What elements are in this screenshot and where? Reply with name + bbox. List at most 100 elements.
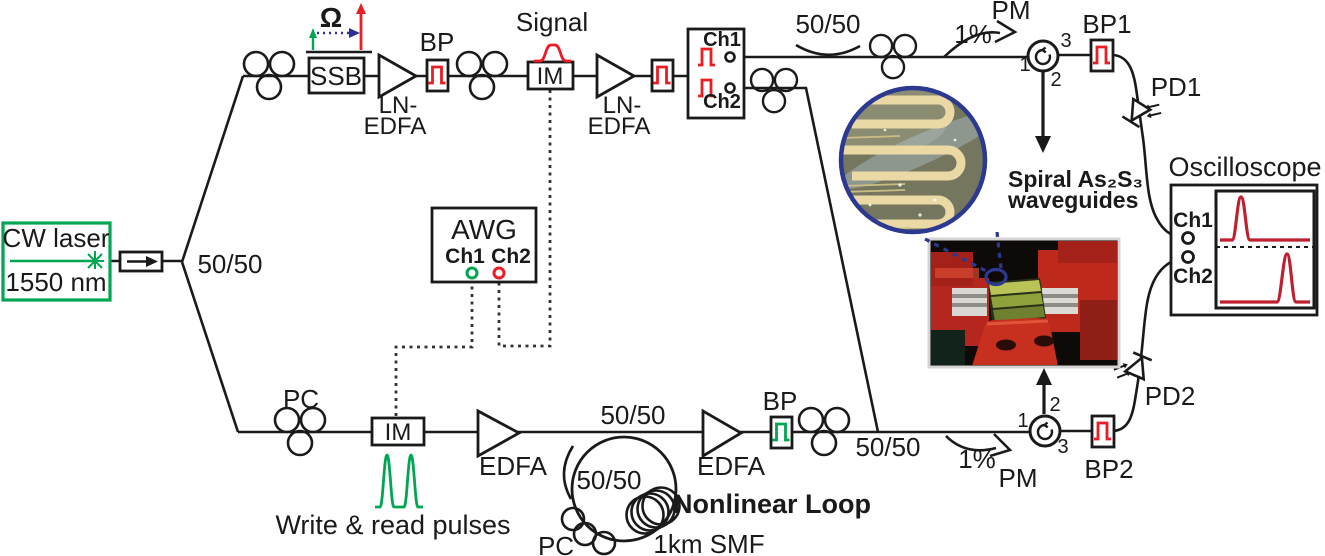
loop-pc-label: PC: [538, 531, 574, 556]
circ1-port2-label: 2: [1050, 69, 1061, 91]
circulator-1: 1 2 3: [1019, 30, 1072, 153]
nonlinear-loop: 50/50 PC 1km SMF Nonlinear Loop: [538, 435, 871, 556]
signal-label: Signal: [516, 7, 588, 37]
ssb-label: SSB: [310, 61, 362, 91]
isolator-arrow-icon: [146, 256, 158, 267]
circ2-port3-label: 3: [1057, 436, 1068, 458]
circ1-port1-label: 1: [1019, 54, 1030, 76]
box-ch1-port: [724, 51, 736, 63]
laser-starburst-icon: [86, 251, 104, 269]
pd1-wire: [1112, 53, 1184, 240]
im-top-label: IM: [537, 63, 564, 90]
channel-filter: [650, 58, 675, 93]
awg-ch2-port: [492, 266, 506, 280]
oscilloscope: Oscilloscope Ch1 Ch2: [1168, 152, 1322, 317]
fiber-coil: [868, 33, 918, 80]
main-splitter-label: 50/50: [197, 249, 262, 279]
scope-screen: [1214, 189, 1316, 310]
laser-wavelength-label: 1550 nm: [5, 267, 106, 297]
loop-coupler-label: 50/50: [576, 465, 641, 495]
box-ch2-label: Ch2: [703, 91, 741, 113]
awg-ch2-cable: [497, 90, 552, 348]
bandpass-filter-bottom: BP: [763, 386, 798, 450]
scope-ch2-port: [1181, 250, 1195, 264]
awg-ch2-label: Ch2: [491, 245, 531, 268]
bp2-filter: BP2: [1084, 414, 1134, 484]
loop-pc-coil: [560, 506, 617, 556]
spiral-label-line2: waveguides: [1007, 187, 1138, 213]
pm-bottom-label: PM: [999, 463, 1038, 493]
loop-fiber-circle: [570, 435, 678, 543]
ln-edfa-1-label-2: EDFA: [364, 113, 427, 140]
edfa-1: EDFA: [476, 408, 548, 481]
circ1-port3-label: 3: [1060, 30, 1071, 52]
scope-trace-ch2: [1220, 252, 1310, 304]
im-bottom-label: IM: [385, 419, 412, 446]
write-read-pulses-label: Write & read pulses: [275, 510, 510, 540]
scope-ch2-label: Ch2: [1173, 265, 1213, 288]
scope-trace-ch1: [1220, 195, 1310, 242]
box-ch2-port: [724, 82, 736, 94]
cw-laser: CW laser 1550 nm: [1, 221, 112, 302]
coupler-top-label: 50/50: [795, 9, 860, 39]
pd1-label: PD1: [1151, 72, 1202, 102]
awg-label: AWG: [451, 214, 517, 245]
smf-coil: [625, 486, 681, 535]
splitter-lower-arm: [180, 261, 240, 433]
ln-edfa-1: LN- EDFA: [364, 52, 427, 140]
bp2-label: BP2: [1084, 454, 1133, 484]
circ2-port1-label: 1: [1017, 410, 1028, 432]
awg-ch1-port: [465, 266, 479, 280]
intensity-modulator-top: IM Signal: [516, 7, 588, 91]
loop-coupler-in-label: 50/50: [600, 400, 665, 430]
pc-label: PC: [283, 384, 319, 414]
dual-channel-box: Ch1 Ch2: [686, 27, 746, 120]
frequency-shift-arrow-icon: [349, 28, 360, 38]
bp-top-label: BP: [420, 27, 455, 57]
fiber-coil: [749, 67, 799, 114]
inset-pointer-lines: [924, 231, 1003, 273]
bp-bottom-label: BP: [763, 386, 798, 416]
omega-label: Ω: [320, 2, 342, 33]
circulator-2: 1 2 3: [1017, 368, 1069, 458]
splitter-upper-arm: [180, 75, 245, 263]
frequency-sketch: Ω: [306, 2, 372, 54]
pm-top-label: PM: [992, 0, 1031, 25]
bandpass-filter-top: BP: [420, 27, 455, 93]
fiber-coil: [455, 50, 509, 101]
awg-ch1-cable: [394, 279, 474, 416]
to-chip-arrow-icon: [1036, 368, 1052, 385]
isolator: [118, 250, 164, 273]
sideband-arrow-icon: [309, 28, 317, 38]
spiral-label-line1: Spiral As₂S₃: [1008, 166, 1143, 192]
bp1-filter: BP1: [1082, 9, 1132, 73]
bp1-label: BP1: [1082, 9, 1131, 39]
awg-ch1-label: Ch1: [445, 245, 485, 268]
tap-1pct-top: 1% PM: [943, 0, 1031, 58]
carrier-arrow-icon: [356, 3, 366, 14]
ln-edfa-1-label-1: LN-: [379, 92, 418, 119]
ln-edfa-2-label-2: EDFA: [588, 113, 651, 140]
signal-pulse-icon: [534, 43, 571, 63]
intensity-modulator-bottom: IM: [370, 416, 426, 447]
to-chip-arrow-icon: [1035, 136, 1051, 153]
awg: AWG Ch1 Ch2: [430, 206, 538, 284]
chip-highlight-marker: [984, 267, 1008, 287]
ssb-modulator: SSB: [307, 56, 366, 95]
loop-coupler-arc: [562, 445, 575, 500]
ch2-output-wire: [734, 86, 880, 433]
inset-circle-border: [838, 85, 988, 235]
tap-arrow-icon: [989, 433, 1013, 458]
fiber-coil: [797, 406, 851, 457]
tap-arrow-icon: [994, 19, 1018, 44]
cw-laser-label: CW laser: [3, 223, 110, 253]
tap-top-label: 1%: [954, 19, 992, 49]
tap-bottom-label: 1%: [958, 444, 996, 474]
write-read-pulses-icon: [375, 453, 423, 509]
scope-ch1-port: [1181, 231, 1195, 245]
ln-edfa-2: LN- EDFA: [588, 52, 651, 140]
edfa2-label: EDFA: [697, 451, 766, 481]
oscilloscope-label: Oscilloscope: [1168, 152, 1321, 182]
coupler-out-label: 50/50: [855, 432, 920, 462]
